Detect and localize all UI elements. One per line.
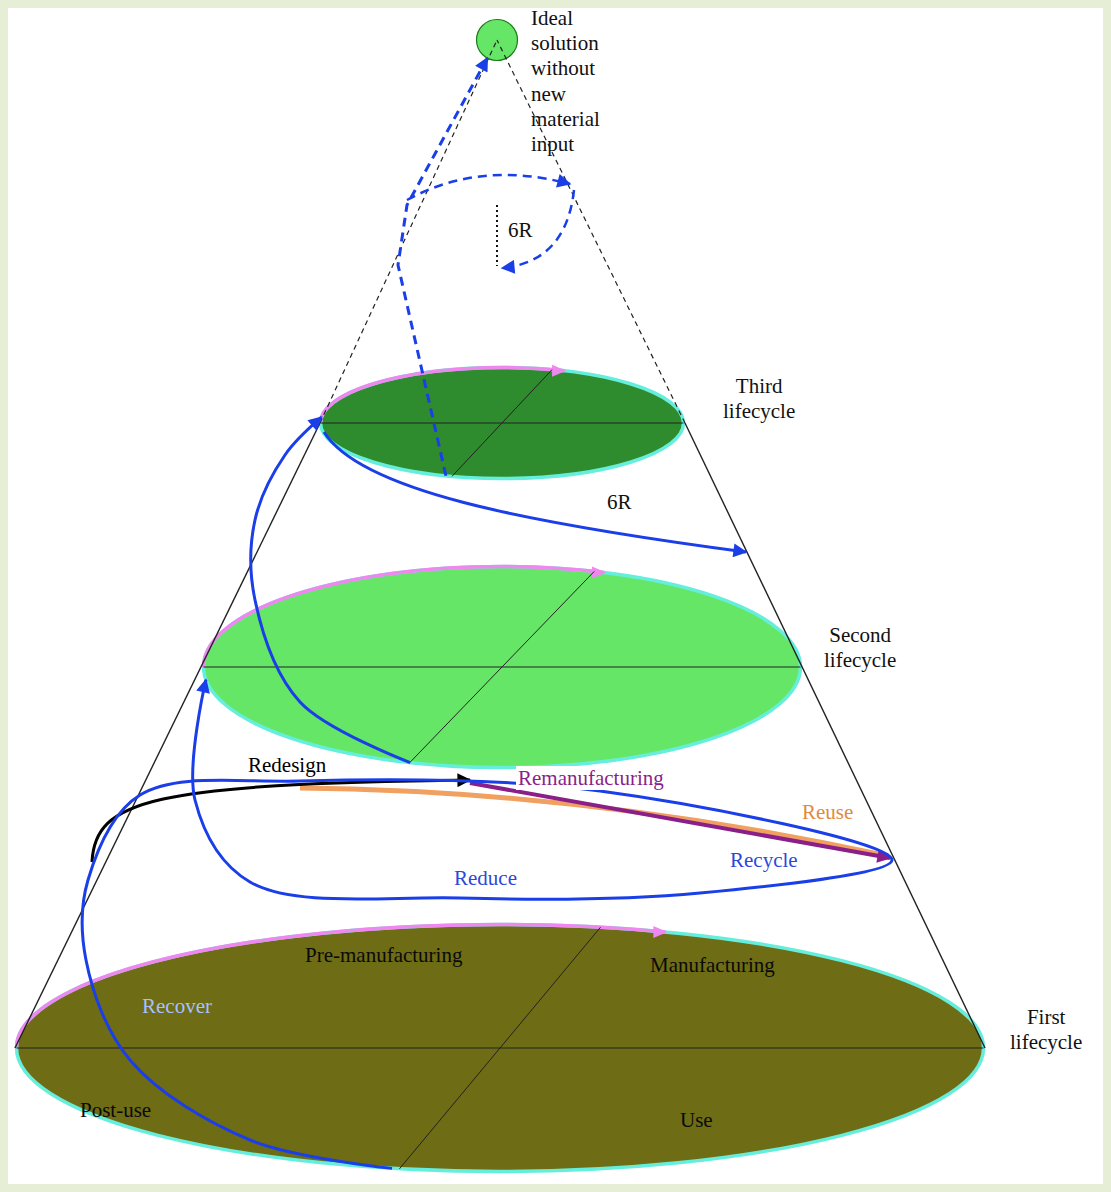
flow-label: Redesign	[246, 753, 328, 777]
cone-dashed-side	[497, 40, 685, 423]
rim-arc	[204, 567, 605, 668]
flow-label: Reuse	[800, 800, 855, 824]
rim-arc	[17, 925, 666, 1049]
ellipse-fill	[17, 925, 984, 1172]
ideal-circle: Ideal solution without new material inpu…	[475, 18, 519, 62]
shape-outline	[319, 366, 685, 480]
edge-label: 6R	[506, 218, 535, 242]
dashed-cycle-arrow	[407, 175, 570, 200]
node-text: First lifecycle	[1010, 1005, 1082, 1055]
redesign-arrow	[92, 780, 470, 862]
dashed-cycle-arrow	[502, 190, 574, 268]
ideal-circle-fill	[477, 20, 518, 61]
remanufacturing-arrow	[470, 783, 890, 858]
ellipse-fill	[204, 567, 801, 768]
edge-label: 6R	[605, 490, 634, 514]
shape-outline	[202, 565, 802, 769]
node-text: Manufacturing	[650, 953, 775, 978]
flow-label: Reduce	[452, 866, 519, 890]
node-text: Use	[680, 1108, 713, 1133]
divider-line	[452, 370, 552, 477]
node-text: Pre-manufacturing	[305, 943, 462, 968]
node-text: Second lifecycle	[824, 623, 896, 673]
lifecycle-ellipse: Second lifecycle	[202, 565, 802, 769]
flow-label: Recover	[140, 994, 214, 1018]
rim-arrowhead	[653, 926, 667, 938]
ellipse-fill	[321, 368, 684, 479]
rim-arrowhead	[592, 567, 606, 579]
shape-outline	[475, 18, 519, 62]
divider-line	[410, 571, 594, 762]
shape-outline	[15, 923, 985, 1173]
lifecycle-ellipse: Pre-manufacturing ManufacturingPost-use Us…	[15, 923, 985, 1173]
flow-label: Recycle	[728, 848, 800, 872]
dotted-axis	[496, 205, 498, 266]
node-text: Third lifecycle	[723, 374, 795, 424]
node-text: Post-use	[80, 1098, 151, 1123]
node-text: Ideal solution without new material inpu…	[531, 6, 600, 157]
cone-dashed-side	[320, 40, 497, 423]
rim-arrowhead	[552, 365, 566, 377]
lifecycle-ellipse: Third lifecycle	[319, 366, 685, 480]
flow-label: Remanufacturing	[516, 766, 666, 790]
reuse-stroke	[300, 788, 888, 856]
